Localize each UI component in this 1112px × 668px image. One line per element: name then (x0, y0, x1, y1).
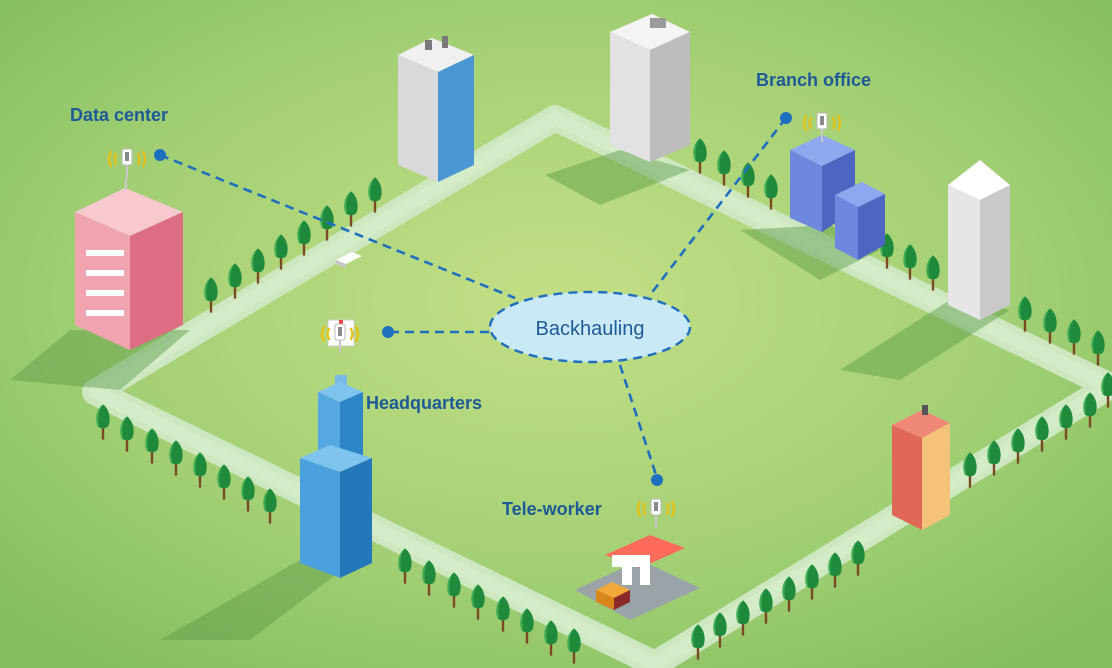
link-tele-worker (618, 364, 659, 479)
data-center-label: Data center (70, 105, 168, 125)
link-branch-office (648, 117, 788, 296)
backhaul-links (159, 117, 788, 479)
office-tower-gray-center (610, 14, 690, 162)
endpoint-dot (651, 474, 663, 486)
white-obelisk-building (948, 160, 1010, 320)
office-tower-gray-left (398, 36, 474, 182)
tele-worker-label: Tele-worker (502, 499, 602, 519)
car-icon (336, 252, 362, 268)
link-data-center (159, 153, 516, 300)
endpoint-dot (154, 149, 166, 161)
endpoint-dot (780, 112, 792, 124)
headquarters-building (300, 319, 372, 578)
endpoint-dot (382, 326, 394, 338)
backhauling-hub (488, 290, 692, 364)
red-brick-building (892, 405, 950, 530)
backhauling-label: Backhauling (536, 318, 645, 340)
data-center-building (75, 188, 183, 350)
headquarters-label: Headquarters (366, 393, 482, 413)
branch-office-label: Branch office (756, 70, 871, 90)
branch-office-building (790, 135, 885, 260)
tele-worker-gas-station (575, 535, 700, 620)
